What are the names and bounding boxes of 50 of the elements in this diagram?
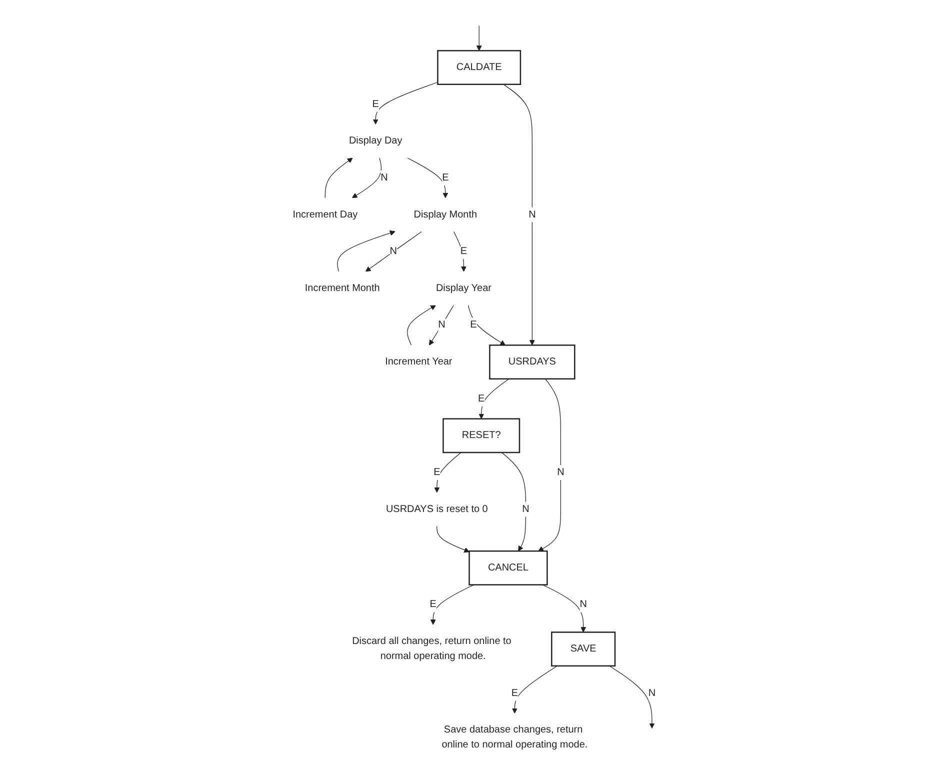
edge-label: N [579, 599, 587, 610]
node-text: Display Day [348, 136, 402, 146]
arrow [512, 666, 558, 714]
node-box: CALDATE [436, 50, 521, 85]
edge-label: E [478, 393, 484, 404]
node-box: SAVE [550, 632, 616, 667]
node-box: CANCEL [468, 550, 548, 586]
arrow [478, 378, 509, 420]
edge-label: E [429, 599, 436, 610]
arrow [406, 158, 448, 198]
node-text: Increment Month [304, 282, 380, 294]
arrow [430, 584, 474, 625]
edge-label: N [389, 246, 397, 257]
node-text: USRDAYS is reset to 0 [386, 504, 488, 514]
edge-label: E [372, 98, 379, 110]
arrow [476, 25, 482, 51]
arrow [501, 452, 526, 552]
node-text: Increment Year [384, 356, 452, 368]
arrow [434, 452, 461, 493]
node-text: Save database changes, return online to normal operating mode. [441, 724, 588, 750]
edge-label: N [522, 504, 530, 514]
edge-label: N [556, 466, 564, 478]
arrow [608, 666, 654, 729]
arrow [352, 158, 382, 198]
edge-label: E [460, 246, 467, 257]
edge-label: N [528, 209, 536, 220]
arrow [538, 378, 561, 552]
arrow [428, 304, 454, 346]
edge-label: E [433, 466, 440, 478]
node-text: Display Month [413, 209, 477, 220]
arrow [365, 231, 422, 272]
node-box: USRDAYS [488, 344, 575, 380]
node-text: Discard all changes, return online to normal operating mode. [352, 636, 511, 662]
edge-label: E [442, 172, 448, 183]
arrow [372, 82, 438, 125]
arrow [542, 584, 586, 632]
node-text: Display Year [436, 282, 492, 294]
node-box: RESET? [442, 418, 520, 454]
edge-label: N [380, 172, 388, 183]
arrow [336, 230, 395, 272]
arrow [406, 305, 436, 346]
arrow [436, 526, 470, 553]
edge-label: E [511, 688, 518, 698]
edge-label: N [438, 320, 446, 330]
edge-label: E [470, 320, 476, 330]
node-text: Increment Day [292, 209, 358, 220]
arrow [468, 304, 506, 346]
arrow [502, 84, 535, 346]
arrow [324, 158, 352, 198]
edge-label: N [648, 688, 656, 698]
